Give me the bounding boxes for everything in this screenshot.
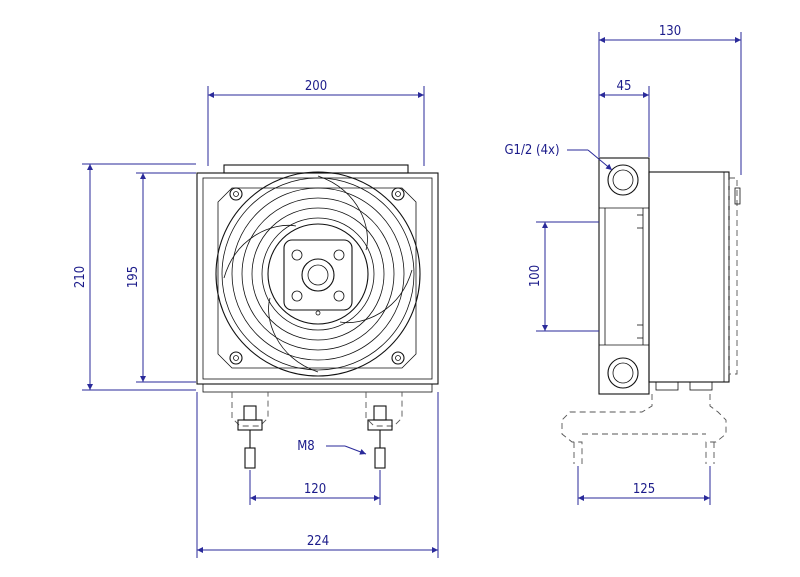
side-view: 130 45 G1/2 (4x) 100 125 xyxy=(504,24,742,505)
dim-bolt-spacing: 120 xyxy=(249,470,381,505)
side-radiator xyxy=(598,157,650,395)
side-fan-housing xyxy=(648,171,730,383)
dim-front-height: 210 xyxy=(73,163,196,391)
bolt-left-icon xyxy=(244,447,256,469)
dim-front-inner-height: 195 xyxy=(126,172,196,383)
port-thread-callout: G1/2 (4x) xyxy=(504,143,613,171)
motor-hub-icon xyxy=(283,239,353,316)
dim-front-total-width-label: 224 xyxy=(307,534,329,549)
dim-side-mount-spacing: 125 xyxy=(577,466,711,505)
dim-side-depth-label: 130 xyxy=(659,24,681,39)
front-bottom-strip xyxy=(202,383,433,393)
front-screw-tr-icon xyxy=(391,187,405,201)
dim-front-height-label: 210 xyxy=(73,266,88,288)
bolt-right-icon xyxy=(374,447,386,469)
dim-port-spacing-label: 100 xyxy=(528,265,543,287)
dim-side-mount-spacing-label: 125 xyxy=(633,482,655,497)
dim-port-offset: 45 xyxy=(599,79,650,157)
dim-bolt-spacing-label: 120 xyxy=(304,482,326,497)
dim-port-offset-label: 45 xyxy=(617,79,632,94)
dim-front-total-width: 224 xyxy=(196,392,439,558)
side-mount-foot xyxy=(561,394,727,464)
dim-side-depth: 130 xyxy=(598,24,742,175)
front-view: 200 210 195 M8 120 xyxy=(73,79,439,558)
dim-front-width: 200 xyxy=(207,79,425,166)
front-mount-right xyxy=(365,392,403,469)
fan-guard-icon xyxy=(215,171,421,377)
front-screw-bl-icon xyxy=(229,351,243,365)
port-thread-label: G1/2 (4x) xyxy=(504,143,559,158)
front-screw-br-icon xyxy=(391,351,405,365)
port-bottom-icon xyxy=(607,357,639,389)
front-screw-tl-icon xyxy=(229,187,243,201)
bolt-thread-label: M8 xyxy=(297,439,315,454)
dim-front-width-label: 200 xyxy=(305,79,327,94)
port-top-icon xyxy=(607,164,639,196)
dim-front-inner-height-label: 195 xyxy=(126,266,141,288)
side-fan-guard xyxy=(728,177,738,375)
front-mount-left xyxy=(231,392,269,469)
bolt-thread-callout: M8 xyxy=(297,439,367,455)
dim-port-spacing: 100 xyxy=(528,221,599,332)
